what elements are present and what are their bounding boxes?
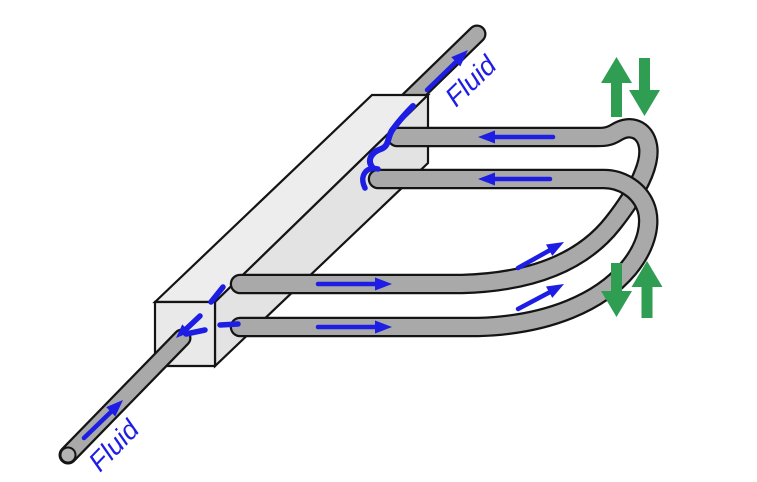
- outlet-flow-arrow-icon: [424, 50, 468, 93]
- tube4-entry-dash: [217, 321, 241, 328]
- heat-arrows-top-right: [601, 57, 660, 117]
- inlet-split-squiggle2: [183, 327, 208, 337]
- tube-outer-loop: [229, 168, 659, 338]
- up-arrow-icon: [601, 57, 632, 117]
- tube-inner-loop: [229, 118, 659, 295]
- flow-arrows: [81, 50, 564, 441]
- outlet-merge-squiggle: [367, 103, 416, 171]
- top-face-tick: [208, 284, 226, 305]
- tube3-flow-arrow-icon: [315, 277, 392, 291]
- inlet-pipe-opening: [59, 446, 77, 464]
- outlet-pipe: [396, 24, 487, 113]
- heat-arrows-bottom-right: [601, 261, 663, 318]
- outer-bend-flow-arrow-icon: [515, 284, 564, 312]
- tube1-flow-arrow-icon: [478, 130, 556, 144]
- inlet-flow-arrow-icon: [81, 400, 123, 441]
- tube2-flow-arrow-icon: [478, 172, 553, 186]
- manifold-internal-flow-marks: [176, 103, 416, 338]
- down-arrow-icon: [601, 263, 632, 317]
- tube4-flow-arrow-icon: [315, 320, 392, 334]
- down-arrow-icon: [629, 58, 660, 116]
- up-arrow-icon: [631, 261, 663, 318]
- inlet-split-arrowhead-icon: [176, 324, 190, 338]
- inner-bend-flow-arrow-icon: [515, 242, 564, 271]
